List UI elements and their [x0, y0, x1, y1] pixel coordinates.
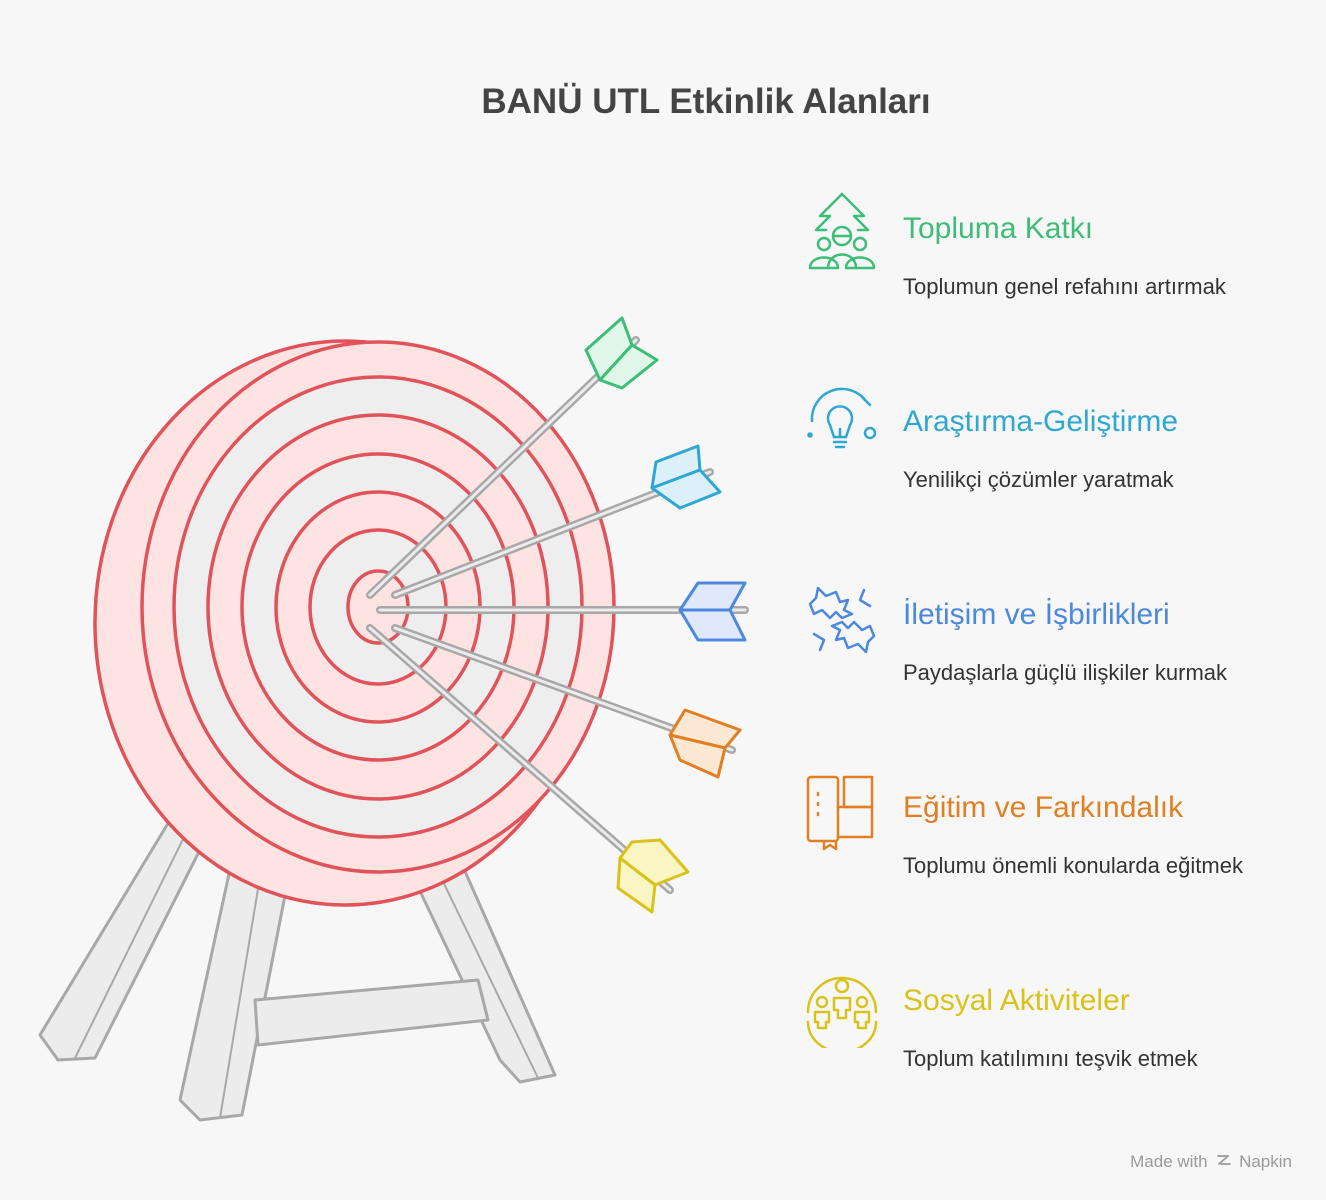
- activity-description: Toplumun genel refahını artırmak: [903, 274, 1226, 299]
- page-title: BANÜ UTL Etkinlik Alanları: [481, 82, 931, 121]
- activity-label: Topluma Katkı: [903, 212, 1094, 245]
- books-icon: [806, 775, 874, 851]
- activity-item-communication: İletişim ve İşbirlikleri Paydaşlarla güç…: [800, 578, 1300, 688]
- activity-label: Eğitim ve Farkındalık: [903, 791, 1184, 824]
- made-with-text: Made with: [1130, 1152, 1208, 1171]
- arrows: [366, 316, 749, 914]
- napkin-brand: Napkin: [1239, 1152, 1292, 1171]
- activity-description: Yenilikçi çözümler yaratmak: [903, 467, 1174, 492]
- community-growth-icon: [808, 192, 876, 270]
- activity-item-education: Eğitim ve Farkındalık Toplumu önemli kon…: [800, 771, 1300, 881]
- made-with-footer: Made with Napkin: [1130, 1152, 1292, 1172]
- target-illustration: [38, 316, 749, 1122]
- activity-item-social: Sosyal Aktiviteler Toplum katılımını teş…: [800, 964, 1300, 1074]
- activity-item-community: Topluma Katkı Toplumun genel refahını ar…: [800, 192, 1300, 302]
- napkin-logo-icon: [1217, 1155, 1232, 1165]
- lightbulb-icon: [807, 387, 877, 449]
- activity-item-research: Araştırma-Geliştirme Yenilikçi çözümler …: [800, 385, 1300, 495]
- target-stand: [38, 818, 557, 1122]
- activity-label: İletişim ve İşbirlikleri: [903, 598, 1170, 631]
- group-icon: [806, 976, 878, 1048]
- activity-label: Araştırma-Geliştirme: [903, 405, 1179, 438]
- activity-description: Toplumu önemli konularda eğitmek: [903, 853, 1243, 878]
- activity-label: Sosyal Aktiviteler: [903, 984, 1130, 1017]
- activity-description: Toplum katılımını teşvik etmek: [903, 1046, 1198, 1071]
- target-board: [93, 339, 616, 907]
- handshake-icon: [808, 586, 876, 654]
- activity-description: Paydaşlarla güçlü ilişkiler kurmak: [903, 660, 1228, 685]
